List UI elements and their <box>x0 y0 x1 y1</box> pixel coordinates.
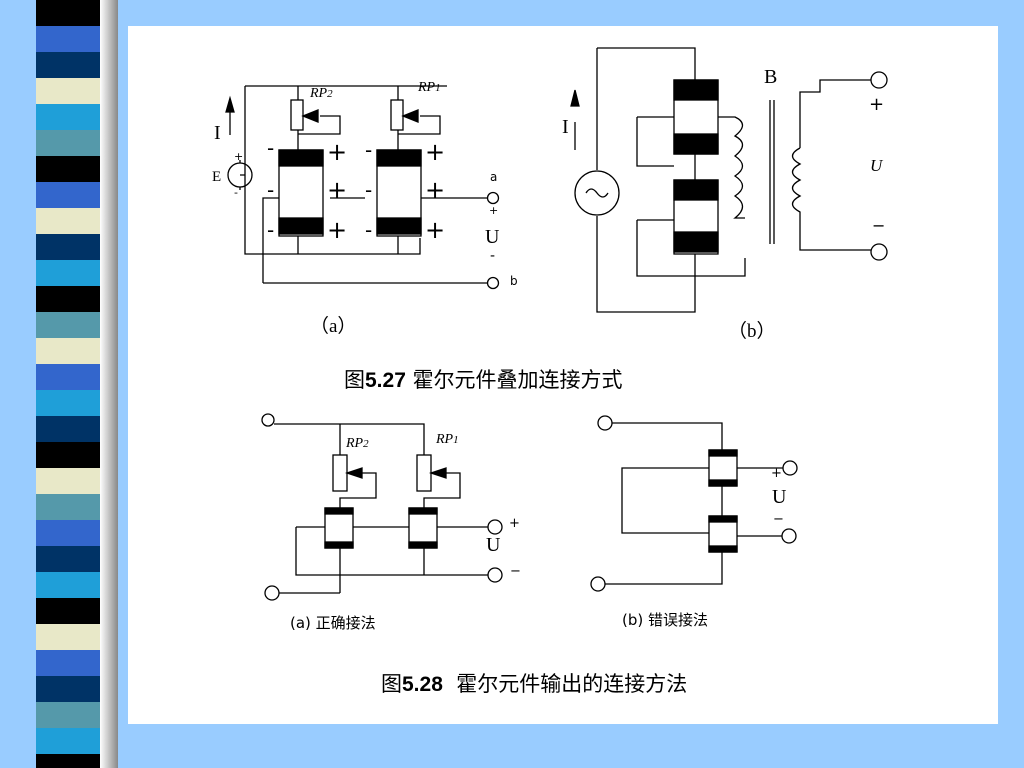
fig527-a-source-plus: + <box>234 150 244 163</box>
figure-528-caption: 图5.28 霍尔元件输出的连接方法 <box>381 672 688 696</box>
fig528-a-minus: − <box>510 564 521 579</box>
fig528-a-circuit <box>261 413 503 601</box>
fig528-b-plus: + <box>771 466 782 481</box>
fig527-a-minus-1: - <box>267 136 275 160</box>
fig527-a-plus-1: + <box>327 138 348 166</box>
figure-527-caption: 图5.27 霍尔元件叠加连接方式 <box>344 368 623 392</box>
fig527-a-plus-2: + <box>327 176 348 204</box>
stripe-segment <box>36 338 100 364</box>
fig527-b-minus: − <box>872 216 886 235</box>
fig527-a-minus-4: - <box>365 138 373 162</box>
fig527-a-output-minus: - <box>490 248 496 264</box>
fig527-b-current-label: I <box>562 116 569 138</box>
fig528-b-minus: − <box>773 512 784 527</box>
stripe-segment <box>36 468 100 494</box>
fig527-a-minus-5: - <box>365 178 373 202</box>
fig527-a-current-label: I <box>214 122 221 144</box>
fig528-a-plus: + <box>509 516 520 531</box>
stripe-segment <box>36 650 100 676</box>
fig527-a-source-minus: - <box>234 186 238 199</box>
stripe-segment <box>36 676 100 702</box>
stripe-segment <box>36 442 100 468</box>
fig527-a-plus-3: + <box>327 216 348 244</box>
fig528-b-circuit <box>590 415 798 592</box>
fig527-a-plus-4: + <box>425 138 446 166</box>
fig527-a-sub-label: （a） <box>310 316 357 337</box>
fig527-a-terminal-a: a <box>490 170 498 184</box>
stripe-shadow <box>100 0 118 768</box>
fig528-a-rp2-label: RP2 <box>346 436 369 451</box>
fig527-a-rp2-label: RP2 <box>310 86 333 101</box>
stripe-segment <box>36 702 100 728</box>
circuit-diagrams <box>225 47 888 601</box>
slide-panel: RP2 RP1 I E + - - - - + + + - - - + + + … <box>128 26 998 724</box>
fig527-a-output-plus: + <box>489 204 499 217</box>
fig528-a-rp1-label: RP1 <box>436 432 459 447</box>
fig527-a-plus-6: + <box>425 216 446 244</box>
stripe-segment <box>36 104 100 130</box>
fig527-a-minus-3: - <box>267 218 275 242</box>
stripe-segment <box>36 78 100 104</box>
stripe-segment <box>36 572 100 598</box>
stripe-segment <box>36 416 100 442</box>
stripe-segment <box>36 260 100 286</box>
fig527-b-transformer-label: B <box>764 66 778 88</box>
fig527-b-voltage-label: U <box>870 156 883 175</box>
stripe-segment <box>36 234 100 260</box>
stripe-segment <box>36 728 100 754</box>
decorative-stripe-bar <box>0 0 118 768</box>
stripe-segment <box>36 26 100 52</box>
stripe-segment <box>36 208 100 234</box>
fig527-a-minus-2: - <box>267 178 275 202</box>
fig527-b-circuit <box>570 47 888 313</box>
stripe-segment <box>36 494 100 520</box>
fig527-a-circuit <box>225 85 500 290</box>
stripe-segment <box>36 0 100 26</box>
fig528-a-voltage-label: U <box>486 534 501 556</box>
stripe-segment <box>36 52 100 78</box>
fig528-b-sub-label: (b) 错误接法 <box>622 611 708 629</box>
fig527-a-minus-6: - <box>365 218 373 242</box>
stripe-segment <box>36 312 100 338</box>
fig528-a-sub-label: (a) 正确接法 <box>290 614 376 632</box>
stripe-segment <box>36 754 100 768</box>
stripe-segment <box>36 520 100 546</box>
stripe-segment <box>36 546 100 572</box>
stripe-segment <box>36 390 100 416</box>
stripe-segment <box>36 130 100 156</box>
fig527-b-sub-label: （b） <box>728 321 776 342</box>
stripe-segment <box>36 598 100 624</box>
fig527-a-source-label: E <box>212 169 222 185</box>
fig527-a-terminal-b: b <box>510 274 518 288</box>
stripe-segment <box>36 624 100 650</box>
stripe-segment <box>36 156 100 182</box>
fig527-a-rp1-label: RP1 <box>418 80 441 95</box>
fig527-a-plus-5: + <box>425 176 446 204</box>
stripe-segment <box>36 182 100 208</box>
fig527-a-voltage-label: U <box>485 226 500 248</box>
fig528-b-voltage-label: U <box>772 486 787 508</box>
stripe-segment <box>36 364 100 390</box>
stripe-segment <box>36 286 100 312</box>
fig527-b-plus: + <box>869 94 885 115</box>
